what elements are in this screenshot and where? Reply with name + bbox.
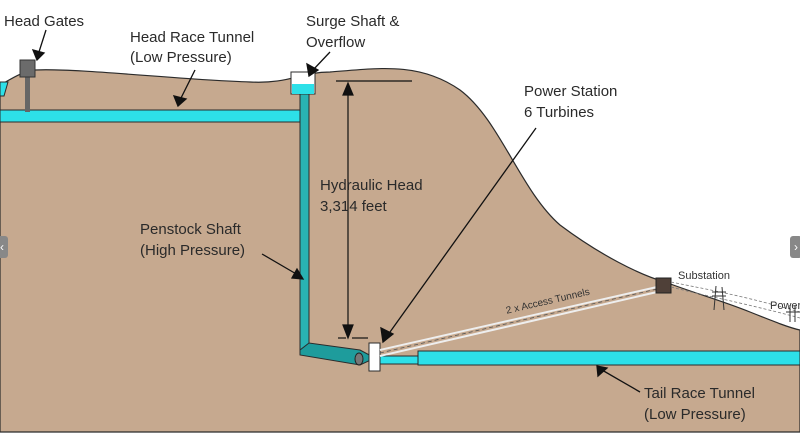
- hydraulic-head-marker: [336, 80, 412, 340]
- label-power-station-line1: Power Station: [524, 83, 618, 100]
- access-tunnels: [379, 286, 658, 357]
- label-power: Power: [770, 300, 800, 312]
- label-head-race-line2: (Low Pressure): [130, 49, 232, 66]
- label-head-race-line1: Head Race Tunnel: [130, 29, 255, 46]
- label-hydraulic-line2: 3,314 feet: [320, 198, 387, 215]
- ground: [0, 67, 800, 433]
- label-tail-race-line2: (Low Pressure): [644, 406, 746, 423]
- next-button[interactable]: ›: [790, 236, 800, 258]
- prev-button[interactable]: ‹: [0, 236, 8, 258]
- pointer-arrows: [31, 29, 641, 393]
- label-surge-line1: Surge Shaft &: [306, 13, 400, 30]
- valve: [354, 352, 364, 366]
- power-lines: [670, 281, 800, 319]
- label-tail-race-line1: Tail Race Tunnel: [644, 385, 755, 402]
- label-penstock-line1: Penstock Shaft: [140, 221, 241, 238]
- access-tunnel-dash: [379, 288, 658, 354]
- label-hydraulic-line1: Hydraulic Head: [320, 177, 423, 194]
- surge-water: [292, 84, 314, 94]
- reservoir: [0, 81, 9, 97]
- power-station: [368, 342, 381, 372]
- label-surge-line2: Overflow: [306, 34, 366, 51]
- head-gate-post: [25, 75, 30, 112]
- tail-race-tunnel: [417, 350, 800, 366]
- label-power-station-line2: 6 Turbines: [524, 104, 595, 121]
- head-gate-box: [19, 59, 36, 78]
- substation-box: [655, 277, 672, 294]
- label-penstock-line2: (High Pressure): [140, 242, 246, 259]
- pylon-icon: [712, 285, 800, 322]
- label-substation: Substation: [678, 270, 730, 282]
- tail-race-short: [379, 355, 421, 365]
- penstock-shaft: [299, 89, 310, 353]
- label-head-gates: Head Gates: [4, 13, 85, 30]
- head-race-tunnel: [0, 109, 303, 123]
